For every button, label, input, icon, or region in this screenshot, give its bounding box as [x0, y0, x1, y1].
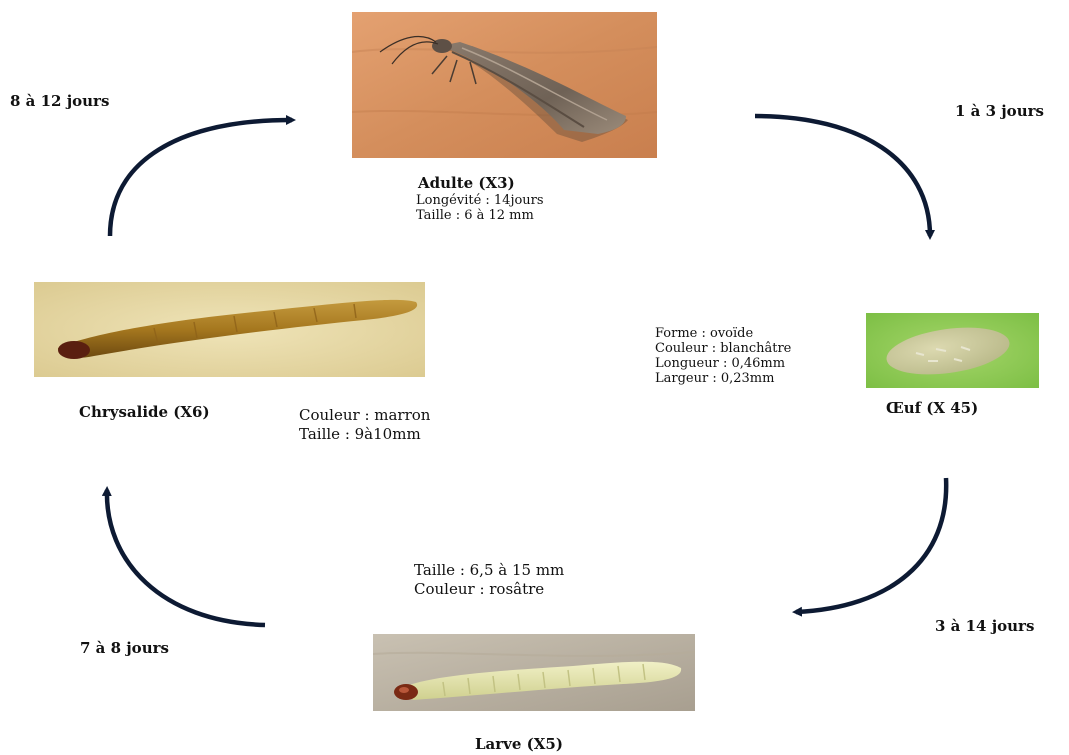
duration-chrysalide-to-adulte: 8 à 12 jours [10, 92, 109, 110]
oeuf-largeur: Largeur : 0,23mm [655, 371, 791, 386]
adulte-photo [352, 12, 657, 158]
adulte-longevite: Longévité : 14jours [416, 193, 544, 208]
chrysalide-taille: Taille : 9à10mm [299, 425, 430, 444]
oeuf-info: Forme : ovoïde Couleur : blanchâtre Long… [655, 326, 791, 386]
duration-oeuf-to-larve: 3 à 14 jours [935, 617, 1034, 635]
larve-couleur: Couleur : rosâtre [414, 580, 564, 599]
larve-taille: Taille : 6,5 à 15 mm [414, 561, 564, 580]
arrow-oeuf-to-larve [796, 478, 946, 612]
oeuf-photo [866, 313, 1039, 388]
oeuf-forme: Forme : ovoïde [655, 326, 791, 341]
chrysalide-title: Chrysalide (X6) [79, 403, 210, 421]
arrow-chrysalide-to-adulte [110, 120, 292, 236]
larve-info: Taille : 6,5 à 15 mm Couleur : rosâtre [414, 561, 564, 599]
oeuf-couleur: Couleur : blanchâtre [655, 341, 791, 356]
adulte-taille: Taille : 6 à 12 mm [416, 208, 544, 223]
chrysalide-couleur: Couleur : marron [299, 406, 430, 425]
oeuf-title: Œuf (X 45) [886, 399, 978, 417]
chrysalide-photo [34, 282, 425, 377]
adulte-info: Longévité : 14jours Taille : 6 à 12 mm [416, 193, 544, 223]
larve-photo [373, 634, 695, 711]
duration-adulte-to-oeuf: 1 à 3 jours [955, 102, 1044, 120]
adulte-title: Adulte (X3) [418, 174, 515, 192]
chrysalide-info: Couleur : marron Taille : 9à10mm [299, 406, 430, 444]
arrow-larve-to-chrysalide [107, 490, 265, 625]
duration-larve-to-chrysalide: 7 à 8 jours [80, 639, 169, 657]
larve-title: Larve (X5) [475, 735, 563, 753]
oeuf-longueur: Longueur : 0,46mm [655, 356, 791, 371]
arrow-adulte-to-oeuf [755, 116, 930, 236]
